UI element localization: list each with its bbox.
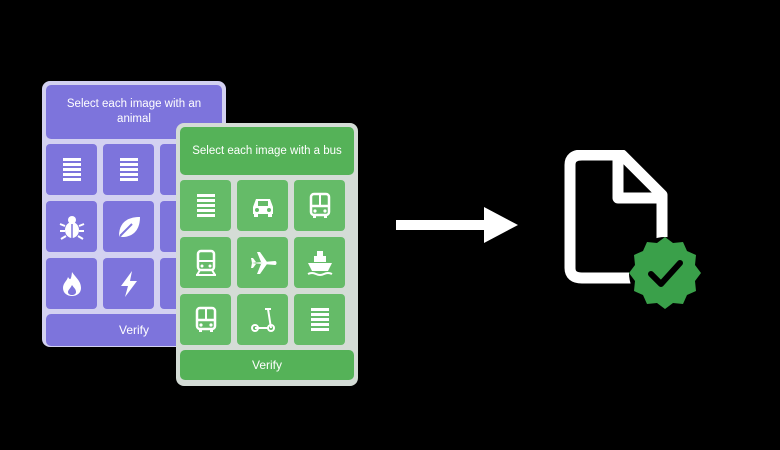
captcha-prompt: Select each image with a bus [180, 127, 354, 175]
captcha-tile[interactable] [237, 237, 288, 288]
airplane-icon [250, 251, 276, 274]
captcha-tile[interactable] [180, 237, 231, 288]
ship-icon [307, 250, 332, 276]
captcha-image-grid [46, 144, 222, 309]
captcha-tile[interactable] [103, 201, 154, 252]
captcha-tile[interactable] [46, 258, 97, 309]
scooter-icon [250, 307, 275, 332]
bug-icon [59, 215, 84, 240]
text-lines-icon [62, 157, 81, 181]
captcha-tile[interactable] [103, 144, 154, 195]
leaf-icon [118, 216, 140, 237]
flame-icon [62, 271, 81, 296]
verified-badge-icon [629, 237, 701, 309]
right-arrow-icon [396, 207, 518, 243]
captcha-tile[interactable] [237, 294, 288, 345]
tram-icon [195, 249, 216, 276]
text-lines-icon [310, 307, 329, 331]
captcha-card-bus: Select each image with a bus Verify [176, 123, 358, 386]
lightning-icon [120, 270, 137, 297]
text-lines-icon [196, 193, 215, 217]
verify-button[interactable]: Verify [180, 350, 354, 380]
captcha-tile[interactable] [180, 180, 231, 231]
captcha-tile[interactable] [180, 294, 231, 345]
captcha-tile[interactable] [46, 144, 97, 195]
captcha-tile[interactable] [294, 237, 345, 288]
car-icon [252, 198, 273, 217]
captcha-tile[interactable] [46, 201, 97, 252]
captcha-image-grid [180, 180, 354, 345]
text-lines-icon [119, 157, 138, 181]
document-icon [564, 150, 701, 309]
bus-icon [195, 306, 216, 332]
captcha-tile[interactable] [237, 180, 288, 231]
captcha-tile[interactable] [294, 180, 345, 231]
captcha-tile[interactable] [103, 258, 154, 309]
bus-icon [309, 192, 330, 218]
captcha-tile[interactable] [294, 294, 345, 345]
